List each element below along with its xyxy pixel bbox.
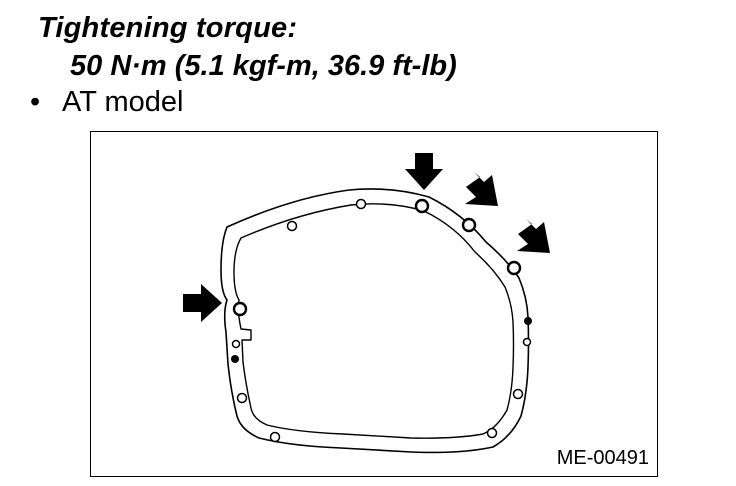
hole — [355, 198, 367, 210]
hole — [286, 220, 298, 232]
dowel-pins — [231, 317, 532, 363]
torque-value: 50 N·m (5.1 kgf-m, 36.9 ft-lb) — [70, 50, 457, 82]
bullet-item: • AT model — [30, 86, 183, 119]
hole — [236, 392, 248, 404]
torque-heading: Tightening torque: — [38, 12, 298, 44]
dowel-pin — [524, 317, 532, 325]
arrow-diagonal-icon — [517, 219, 550, 253]
bullet-text: AT model — [62, 86, 184, 118]
bullet-dot: • — [30, 86, 41, 118]
gasket-outer-edge — [220, 188, 530, 454]
gasket-inner-edge — [233, 203, 515, 439]
arrow-diagonal-icon — [465, 172, 498, 206]
gasket-diagram — [183, 153, 550, 454]
figure-frame: ME-00491 — [90, 131, 658, 477]
bolt-arrows — [183, 153, 550, 322]
bolt-target-left — [232, 301, 248, 317]
hole — [269, 431, 281, 443]
arrow-down-icon — [405, 153, 443, 190]
bolt-holes — [231, 198, 532, 443]
hole — [486, 427, 498, 439]
figure-id: ME-00491 — [556, 447, 649, 469]
hole — [512, 388, 524, 400]
hole — [231, 339, 241, 349]
bolt-target-top — [414, 198, 430, 214]
dowel-pin — [231, 355, 239, 363]
bolt-target-upper-right — [461, 217, 477, 233]
arrow-right-icon — [183, 284, 222, 322]
bolt-target-right — [506, 260, 522, 276]
hole — [522, 337, 532, 347]
